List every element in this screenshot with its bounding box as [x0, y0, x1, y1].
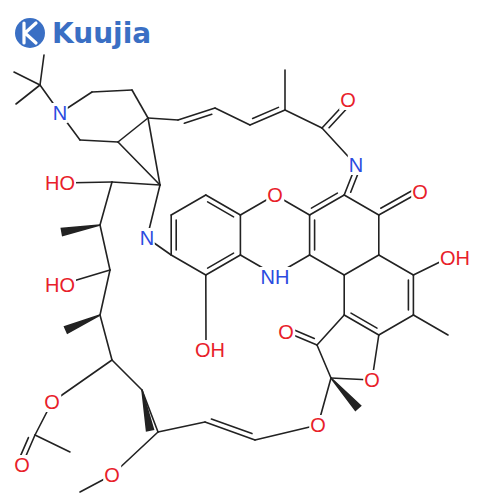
wedge-bond — [142, 390, 153, 431]
bond-line — [309, 215, 311, 255]
logo-icon — [15, 18, 45, 48]
bond-line — [413, 315, 448, 335]
bond-line — [52, 360, 112, 402]
bond-line — [100, 270, 110, 315]
bond-line — [293, 329, 315, 338]
bond-line — [170, 215, 172, 255]
bond-line — [171, 195, 206, 215]
bond-line — [378, 215, 380, 255]
bond-line — [317, 315, 344, 345]
bond-line — [329, 107, 348, 128]
bond-line — [311, 193, 337, 208]
bond-line — [158, 422, 205, 432]
bond-line — [379, 315, 414, 335]
bond-line — [381, 190, 413, 208]
bond-line — [142, 390, 158, 432]
bond-line — [205, 422, 255, 440]
bond-line — [178, 108, 215, 120]
oxygen-atom: O — [411, 182, 429, 202]
bond-line — [253, 107, 279, 118]
wedge-bond — [61, 225, 100, 235]
bond-line — [344, 195, 379, 215]
bond-line — [215, 108, 250, 125]
amine-atom: NH — [260, 267, 291, 287]
bond-line — [314, 220, 316, 250]
bond-line — [240, 215, 242, 255]
bond-line — [175, 220, 177, 250]
bond-line — [343, 275, 345, 315]
amine-atom: N — [139, 228, 155, 248]
bond-line — [80, 140, 118, 142]
bond-line — [211, 419, 252, 434]
wedge-bond — [331, 378, 361, 410]
bond-line — [112, 360, 142, 390]
bond-line — [206, 255, 241, 275]
oxygen-atom: O — [363, 370, 381, 390]
bond-line — [112, 182, 160, 185]
bond-line — [100, 182, 112, 225]
hydroxyl-label: OH — [439, 248, 471, 268]
bond-line — [344, 255, 379, 275]
hydroxyl-label: HO — [44, 173, 76, 193]
bond-line — [171, 255, 206, 275]
imine-atom: N — [348, 155, 364, 175]
oxygen-atom: O — [13, 455, 31, 475]
bond-line — [100, 315, 112, 360]
bond-line — [205, 275, 207, 340]
bond-line — [118, 142, 160, 185]
bond-line — [40, 55, 44, 85]
bond-line — [413, 275, 415, 315]
watermark-text: Kuujia — [52, 20, 151, 48]
bond-line — [408, 280, 410, 310]
bond-line — [317, 345, 331, 378]
bond-line — [16, 85, 40, 104]
oxygen-atom: O — [277, 322, 295, 342]
bond-line — [35, 435, 70, 452]
bond-line — [100, 225, 110, 270]
bond-line — [379, 255, 414, 275]
oxygen-atom: O — [43, 392, 61, 412]
bond-group — [14, 55, 448, 492]
bond-line — [132, 90, 148, 118]
bond-line — [208, 202, 234, 217]
bond-line — [310, 195, 345, 215]
wedge-bond — [65, 315, 100, 333]
bond-line — [310, 255, 345, 275]
oxygen-atom: O — [266, 185, 284, 205]
bond-line — [344, 315, 379, 335]
bond-line — [184, 114, 211, 123]
bond-line — [92, 90, 132, 92]
bond-line — [208, 253, 234, 268]
bond-line — [148, 118, 178, 120]
oxygen-atom: O — [309, 415, 327, 435]
bond-line — [118, 118, 148, 142]
bond-line — [285, 110, 322, 128]
bond-line — [206, 195, 241, 215]
logo-icon-mark — [24, 23, 36, 43]
bond-line — [351, 313, 377, 328]
hydroxyl-label: HO — [44, 275, 76, 295]
bond-line — [284, 70, 286, 110]
bond-line — [14, 72, 40, 85]
oxygen-atom: O — [103, 465, 121, 485]
hydroxyl-label: OH — [194, 340, 226, 360]
oxygen-atom: O — [339, 90, 357, 110]
amine-atom: N — [52, 103, 68, 123]
